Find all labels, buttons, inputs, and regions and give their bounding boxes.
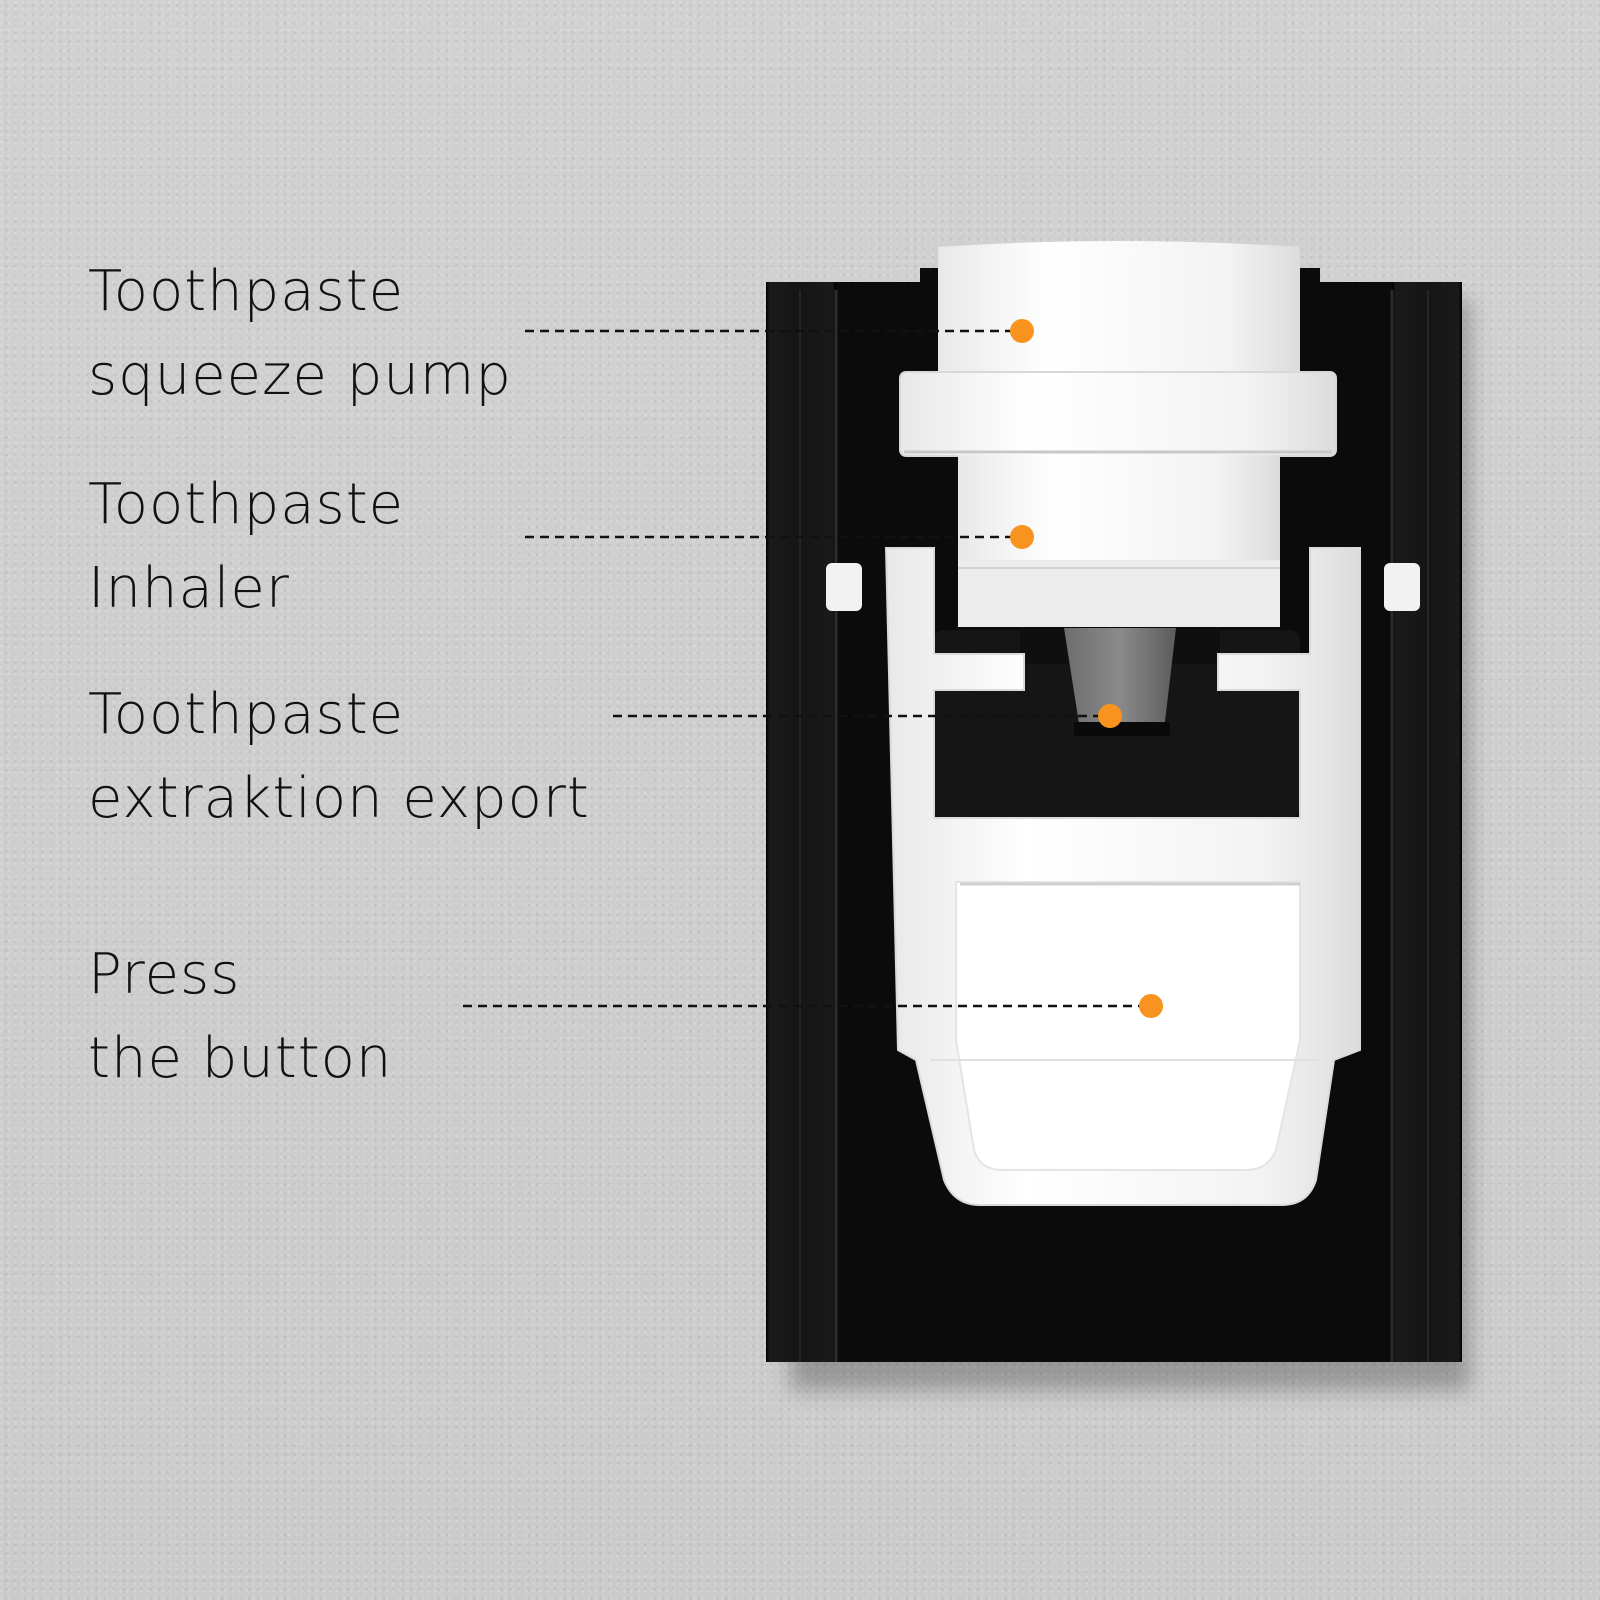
marker-dot-pump: [1010, 319, 1034, 343]
label-press-button: Press the button: [88, 933, 392, 1101]
marker-dot-inhaler: [1010, 525, 1034, 549]
label-press-button-line2: the button: [88, 1026, 393, 1091]
label-squeeze-pump: Toothpaste squeeze pump: [88, 250, 512, 418]
label-press-button-line1: Press: [88, 942, 241, 1007]
marker-dot-export: [1098, 704, 1122, 728]
label-extraction-export: Toothpaste extraktion export: [88, 673, 590, 841]
label-inhaler-line1: Toothpaste: [88, 472, 405, 537]
label-extraction-export-line1: Toothpaste: [88, 682, 405, 747]
label-squeeze-pump-line2: squeeze pump: [88, 343, 512, 408]
label-inhaler: Toothpaste Inhaler: [88, 463, 404, 631]
right-pivot-pin: [1384, 563, 1420, 611]
squeeze-pump: [899, 241, 1337, 457]
label-squeeze-pump-line1: Toothpaste: [88, 259, 405, 324]
left-pivot-pin: [826, 563, 862, 611]
label-inhaler-line2: Inhaler: [88, 556, 290, 621]
extraction-nozzle: [1020, 628, 1220, 736]
inhaler-cylinder: [958, 455, 1280, 627]
marker-dot-button: [1139, 994, 1163, 1018]
callout-markers: [1010, 319, 1163, 1018]
leader-lines: [463, 329, 1151, 1008]
label-extraction-export-line2: extraktion export: [88, 766, 590, 831]
press-button-lever: [884, 547, 1361, 1206]
